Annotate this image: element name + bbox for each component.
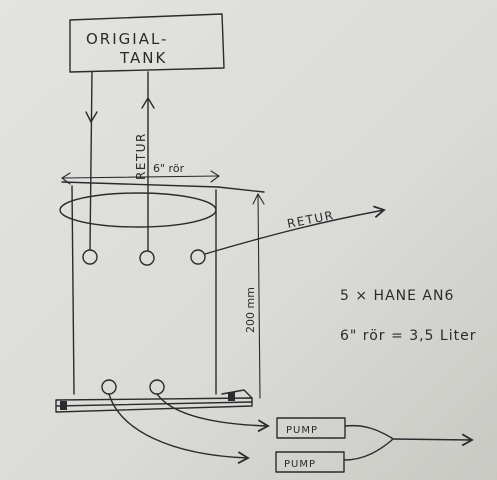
pump-top: PUMP xyxy=(276,417,346,439)
down-arrow-left xyxy=(85,111,98,123)
height-arrow-top xyxy=(252,192,265,205)
pump-top-label: PUMP xyxy=(286,425,318,436)
up-arrow-center xyxy=(141,97,155,109)
retur-vertical-label: RETUR xyxy=(134,132,148,180)
pump-bottom-label: PUMP xyxy=(284,459,316,470)
feed-line-to-pump-top xyxy=(156,393,270,433)
note-hane-count: 5 × HANE AN6 xyxy=(340,288,454,304)
merged-output-line xyxy=(391,433,474,447)
an6-fitting-2 xyxy=(139,250,155,266)
pipe-top-edge xyxy=(61,181,219,188)
base-plate xyxy=(55,397,253,413)
base-bracket-right xyxy=(221,389,253,399)
pipe-tank xyxy=(55,181,265,413)
pump-bottom-box xyxy=(275,451,345,473)
pump-bottom-output xyxy=(343,439,393,461)
feed-line-to-pump-bottom xyxy=(108,393,250,465)
base-bolt-right xyxy=(228,392,235,401)
an6-fitting-1 xyxy=(82,249,98,265)
original-tank: ORIGIAL- TANK xyxy=(69,13,225,73)
height-label: 200 mm xyxy=(244,287,257,333)
height-dimension xyxy=(252,192,265,399)
base-plate-line xyxy=(55,401,253,407)
supply-line-left xyxy=(89,71,93,251)
tank-lines xyxy=(85,71,155,251)
pump-top-box xyxy=(276,417,346,439)
pipe-left-wall xyxy=(71,185,75,395)
width-dimension-line xyxy=(62,175,219,179)
note-volume: 6" rör = 3,5 Liter xyxy=(340,328,476,344)
retur-diagonal-line xyxy=(204,205,386,255)
an6-fitting-3 xyxy=(190,249,206,265)
original-tank-box xyxy=(69,13,225,73)
original-tank-label-line2: TANK xyxy=(119,49,167,67)
original-tank-label-line1: ORIGIAL- xyxy=(86,30,168,48)
pump-top-output xyxy=(344,424,393,439)
pipe-width-label: 6" rör xyxy=(153,162,185,175)
width-arrow-right xyxy=(210,170,220,183)
pipe-top-edge-extension xyxy=(217,186,265,193)
height-dimension-line xyxy=(257,193,261,399)
pump-bottom: PUMP xyxy=(275,451,345,473)
base-bolt-left xyxy=(60,401,67,410)
